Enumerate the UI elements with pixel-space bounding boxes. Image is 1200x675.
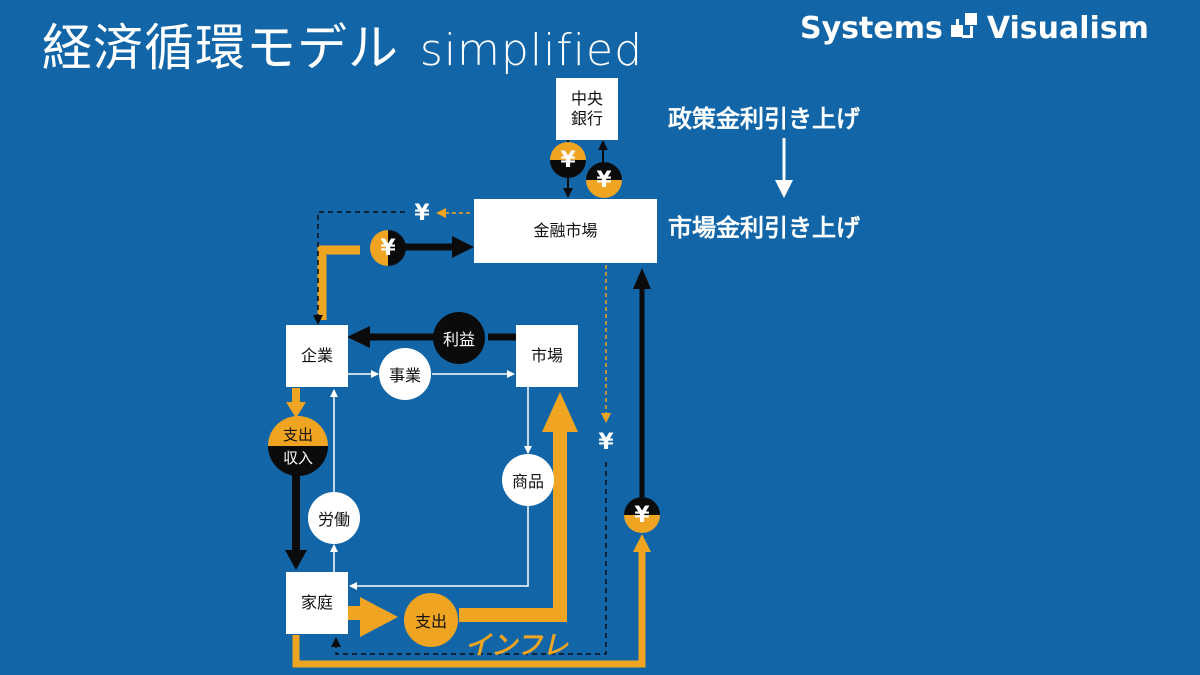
yen-icon: ¥ <box>598 429 614 455</box>
income-label: 収入 <box>268 446 328 476</box>
inflation-label: インフレ <box>465 631 569 661</box>
yen-icon: ¥ <box>550 142 586 178</box>
yen-icon: ¥ <box>370 230 406 266</box>
loan-arrow-head <box>452 236 474 258</box>
labor-node: 労働 <box>308 492 360 544</box>
goods-node: 商品 <box>502 454 554 506</box>
cb-up-arrow <box>598 140 608 150</box>
market-rate-label: 市場金利引き上げ <box>668 214 860 242</box>
spend-arrow-head <box>286 402 306 418</box>
cb-down-arrow <box>563 188 573 198</box>
brand-right: Visualism <box>986 10 1149 46</box>
household-spend-node: 支出 <box>404 593 458 647</box>
yen-icon: ¥ <box>624 497 660 533</box>
interest-return-dashed-flow <box>335 462 607 655</box>
inflation-flow <box>459 428 567 622</box>
orange-dashed-arrow-head <box>436 208 446 218</box>
savings-arrow-head <box>633 534 651 552</box>
policy-rate-label: 政策金利引き上げ <box>668 105 860 133</box>
dashed-arrow-head <box>313 315 323 325</box>
central-bank-node: 中央 銀行 <box>556 78 618 140</box>
spend-label: 支出 <box>268 416 328 446</box>
profit-node: 利益 <box>433 312 485 364</box>
deposit-arrow-head <box>633 268 651 289</box>
income-arrow-head <box>285 550 307 570</box>
company-to-finance-flow <box>317 245 360 320</box>
goods-to-household-flow <box>349 506 529 590</box>
business-node: 事業 <box>379 348 431 400</box>
dashed-return-flow <box>317 211 405 322</box>
yen-icon: ¥ <box>586 162 622 198</box>
brand-left: Systems <box>800 10 943 46</box>
company-node: 企業 <box>286 325 348 387</box>
inflation-arrow-head <box>542 392 578 432</box>
market-node: 市場 <box>516 325 578 387</box>
spend-income-node: 支出 収入 <box>268 416 328 476</box>
title-main: 経済循環モデル <box>42 19 399 77</box>
household-spend-arrow <box>360 597 398 637</box>
financial-market-node: 金融市場 <box>474 199 657 263</box>
household-node: 家庭 <box>286 572 348 634</box>
profit-arrow-head <box>347 326 370 348</box>
systems-visualism-icon <box>950 13 979 43</box>
yen-icon: ¥ <box>414 200 430 226</box>
title-suffix: simplified <box>419 25 644 76</box>
savings-flow <box>292 550 646 668</box>
policy-down-arrow <box>775 180 793 198</box>
brand-logo: Systems Visualism <box>800 8 1149 48</box>
page-title: 経済循環モデル simplified <box>42 8 643 80</box>
